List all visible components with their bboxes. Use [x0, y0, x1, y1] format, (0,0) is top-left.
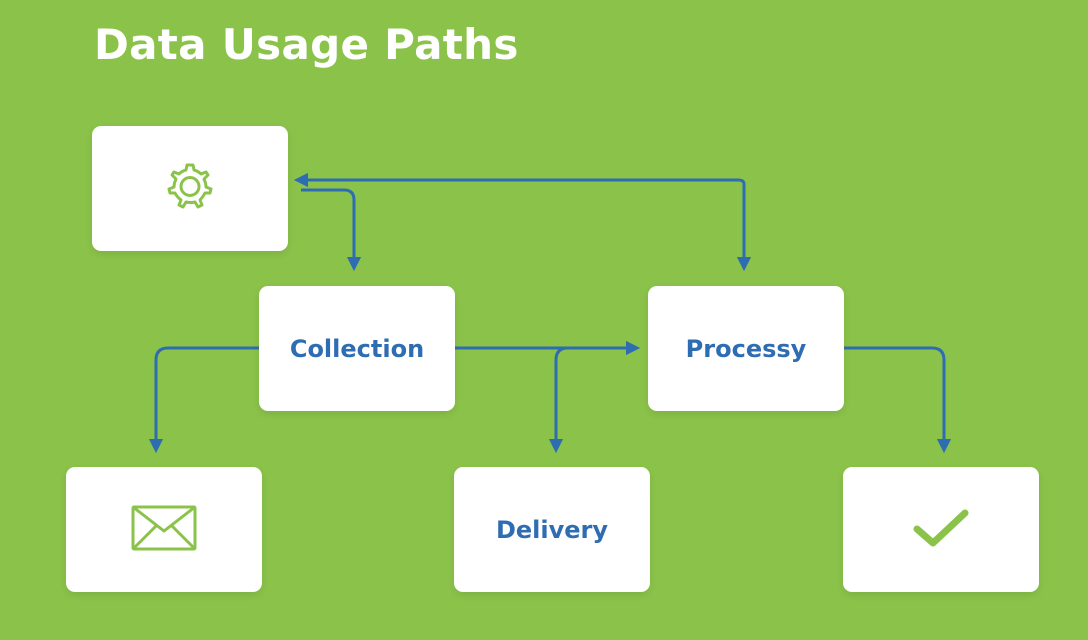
diagram-title: Data Usage Paths	[94, 20, 519, 69]
collection-node: Collection	[259, 286, 455, 411]
processy-node: Processy	[648, 286, 844, 411]
delivery-node: Delivery	[454, 467, 650, 592]
edge-collection-mail	[148, 346, 259, 454]
edge-processy-check	[844, 346, 952, 454]
check-node	[843, 467, 1039, 592]
edge-collection-delivery	[548, 346, 633, 454]
collection-label: Collection	[289, 334, 425, 363]
settings-node	[92, 126, 288, 251]
edge-settings-collection	[301, 188, 362, 272]
mail-node	[66, 467, 262, 592]
processy-label: Processy	[685, 334, 807, 363]
edge-processy-settings	[293, 172, 746, 200]
gear-icon	[160, 157, 220, 221]
delivery-label: Delivery	[495, 515, 609, 544]
checkmark-icon	[911, 505, 971, 555]
envelope-icon	[130, 504, 198, 556]
